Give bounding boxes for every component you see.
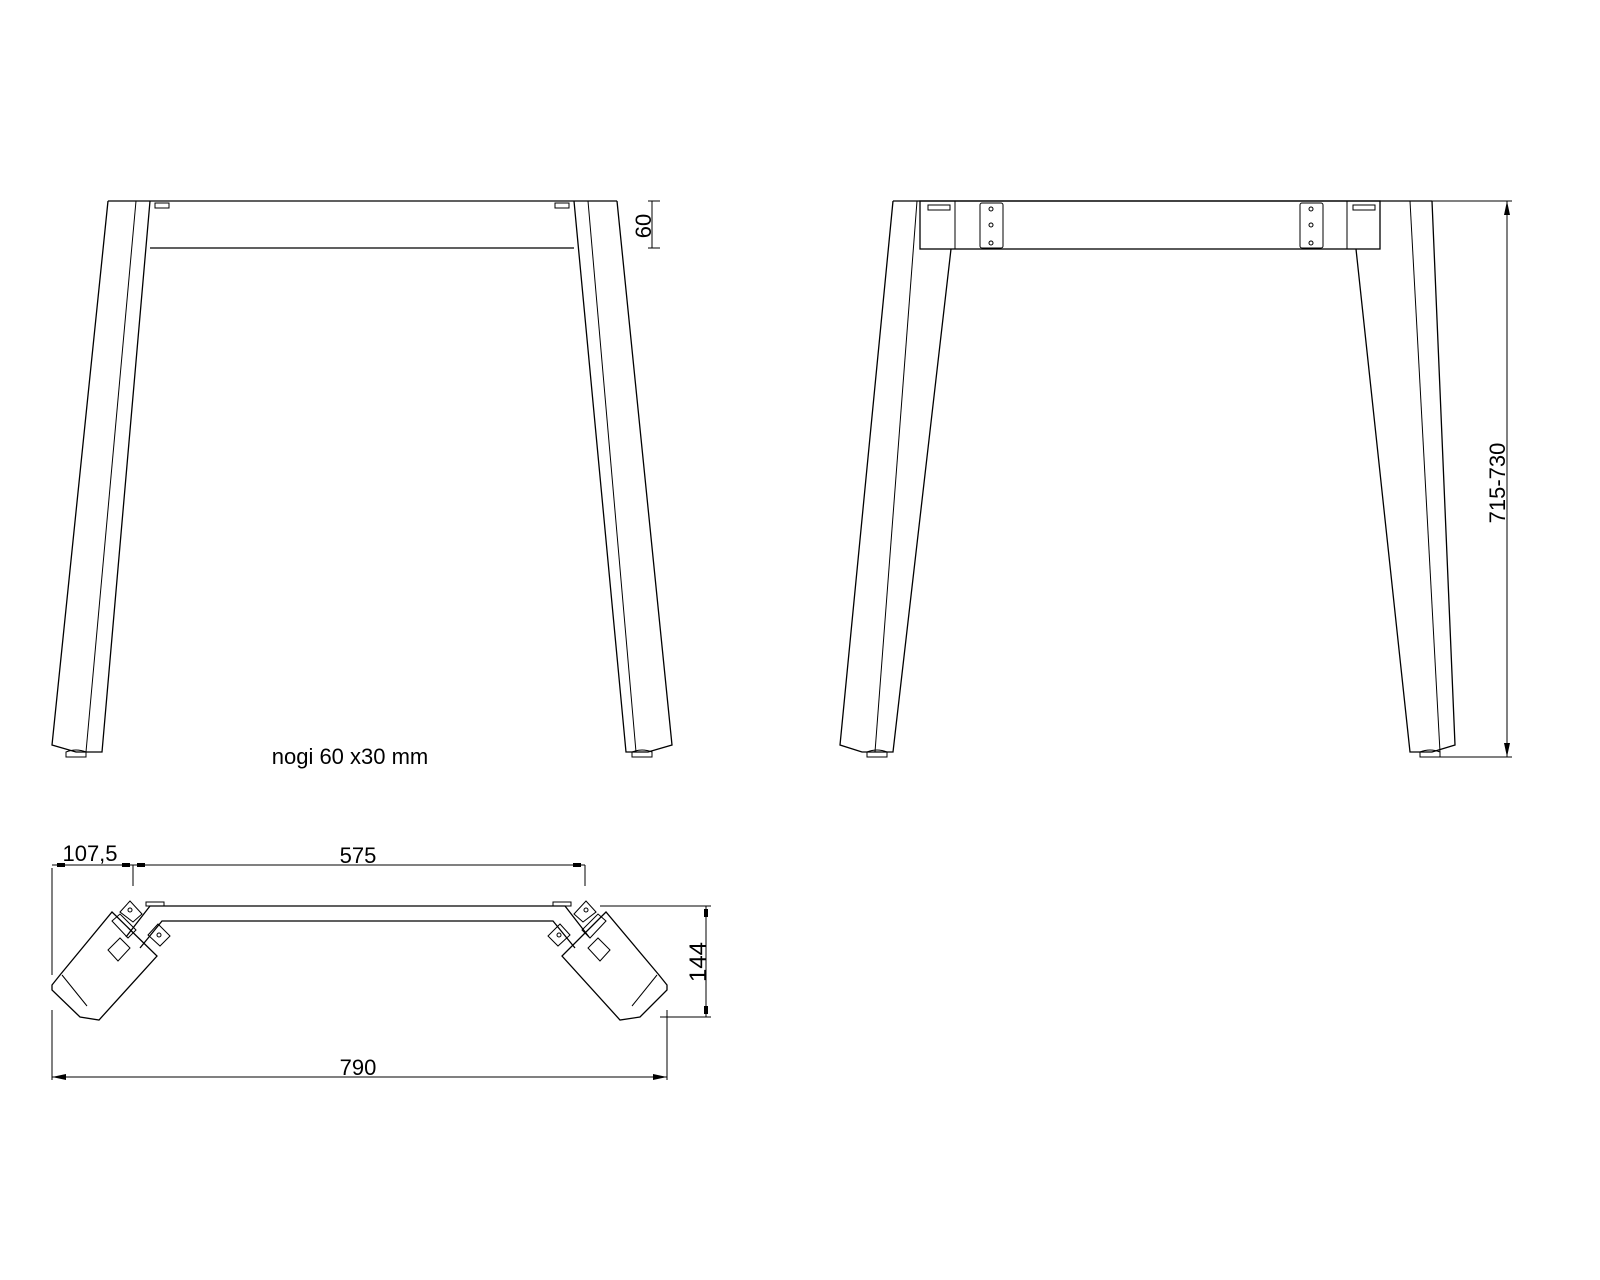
legs-spec-label: nogi 60 x30 mm [272, 744, 429, 769]
bracket [147, 923, 171, 947]
dim-144-label: 144 [685, 942, 712, 982]
dimension-rail-height: 60 [631, 200, 660, 249]
right-leg-footprint [547, 900, 668, 1021]
dimension-top: 107,5 575 [51, 841, 586, 975]
dimension-total-height: 715-730 [1425, 200, 1512, 758]
rail-inner [139, 920, 576, 949]
right-leg [554, 200, 673, 758]
bracket [573, 900, 597, 923]
dimension-depth: 144 [600, 905, 712, 1018]
dim-575-label: 575 [340, 843, 377, 868]
foot-glide [1419, 749, 1441, 758]
foot-glide [866, 749, 888, 758]
bracket [119, 900, 143, 923]
bracket [547, 923, 571, 947]
mounting-plate-right [1299, 202, 1324, 249]
rail-outer [125, 905, 590, 938]
mount-tab [154, 202, 170, 209]
mount-tab [554, 202, 570, 209]
dimension-total-width: 790 [51, 1010, 668, 1080]
dim-60-label: 60 [631, 214, 656, 238]
dim-790-label: 790 [340, 1055, 377, 1080]
right-leg [1355, 200, 1456, 758]
foot-glide [65, 749, 87, 758]
front-view: 60 nogi 60 x30 mm [51, 200, 673, 769]
left-leg-footprint [51, 900, 171, 1021]
dim-107-5-label: 107,5 [62, 841, 117, 866]
left-leg [51, 200, 170, 758]
left-leg [839, 200, 952, 758]
foot-glide [631, 749, 653, 758]
plan-view: 107,5 575 144 790 [51, 841, 712, 1080]
dim-715-730-label: 715-730 [1485, 443, 1510, 524]
mounting-plate-left [979, 202, 1004, 249]
rail [919, 200, 1381, 250]
side-view: 715-730 [839, 200, 1512, 758]
